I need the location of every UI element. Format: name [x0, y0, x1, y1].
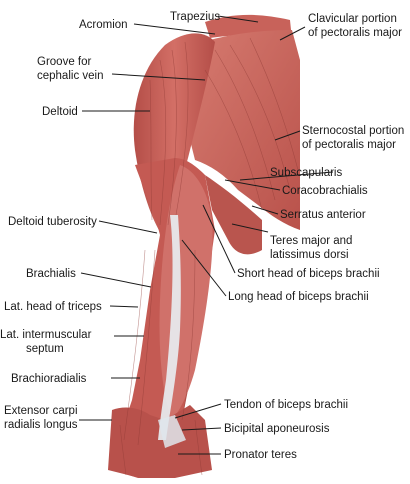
label-teres-1: Teres major and	[270, 235, 352, 247]
label-ecrl-1: Extensor carpi	[4, 405, 78, 417]
label-trapezius: Trapezius	[170, 11, 220, 23]
label-deltoid: Deltoid	[42, 106, 78, 118]
label-lat-septum-1: Lat. intermuscular	[0, 329, 92, 341]
teres-latissimus-muscle	[205, 175, 262, 255]
label-teres-2: latissimus dorsi	[270, 249, 349, 261]
label-clavicular-1: Clavicular portion	[308, 13, 397, 25]
label-brachialis: Brachialis	[26, 268, 76, 280]
label-serratus-anterior: Serratus anterior	[280, 209, 366, 221]
label-groove-2: cephalic vein	[37, 70, 103, 82]
label-bicipital-aponeurosis: Bicipital aponeurosis	[224, 423, 330, 435]
label-brachioradialis: Brachioradialis	[11, 373, 87, 385]
label-sternocostal-1: Sternocostal portion	[302, 125, 404, 137]
forearm-muscles	[108, 405, 212, 478]
pectoralis-major-muscle	[185, 30, 300, 230]
label-clavicular-2: of pectoralis major	[308, 27, 402, 39]
label-pronator-teres: Pronator teres	[224, 449, 297, 461]
biceps-tendon	[158, 215, 181, 440]
label-lat-septum-2: septum	[26, 343, 64, 355]
bicipital-aponeurosis-shape	[158, 415, 186, 448]
label-ecrl-2: radialis longus	[4, 419, 78, 431]
leader-lines	[79, 15, 334, 455]
label-tendon-biceps: Tendon of biceps brachii	[224, 399, 348, 411]
label-coracobrachialis: Coracobrachialis	[282, 185, 368, 197]
label-groove-1: Groove for	[37, 56, 91, 68]
label-acromion: Acromion	[79, 19, 128, 31]
label-lat-head-triceps: Lat. head of triceps	[4, 301, 102, 313]
label-short-head-biceps: Short head of biceps brachii	[237, 268, 380, 280]
label-deltoid-tuberosity: Deltoid tuberosity	[8, 216, 97, 228]
label-subscapularis: Subscapularis	[270, 167, 342, 179]
label-long-head-biceps: Long head of biceps brachii	[228, 291, 369, 303]
label-sternocostal-2: of pectoralis major	[302, 139, 396, 151]
